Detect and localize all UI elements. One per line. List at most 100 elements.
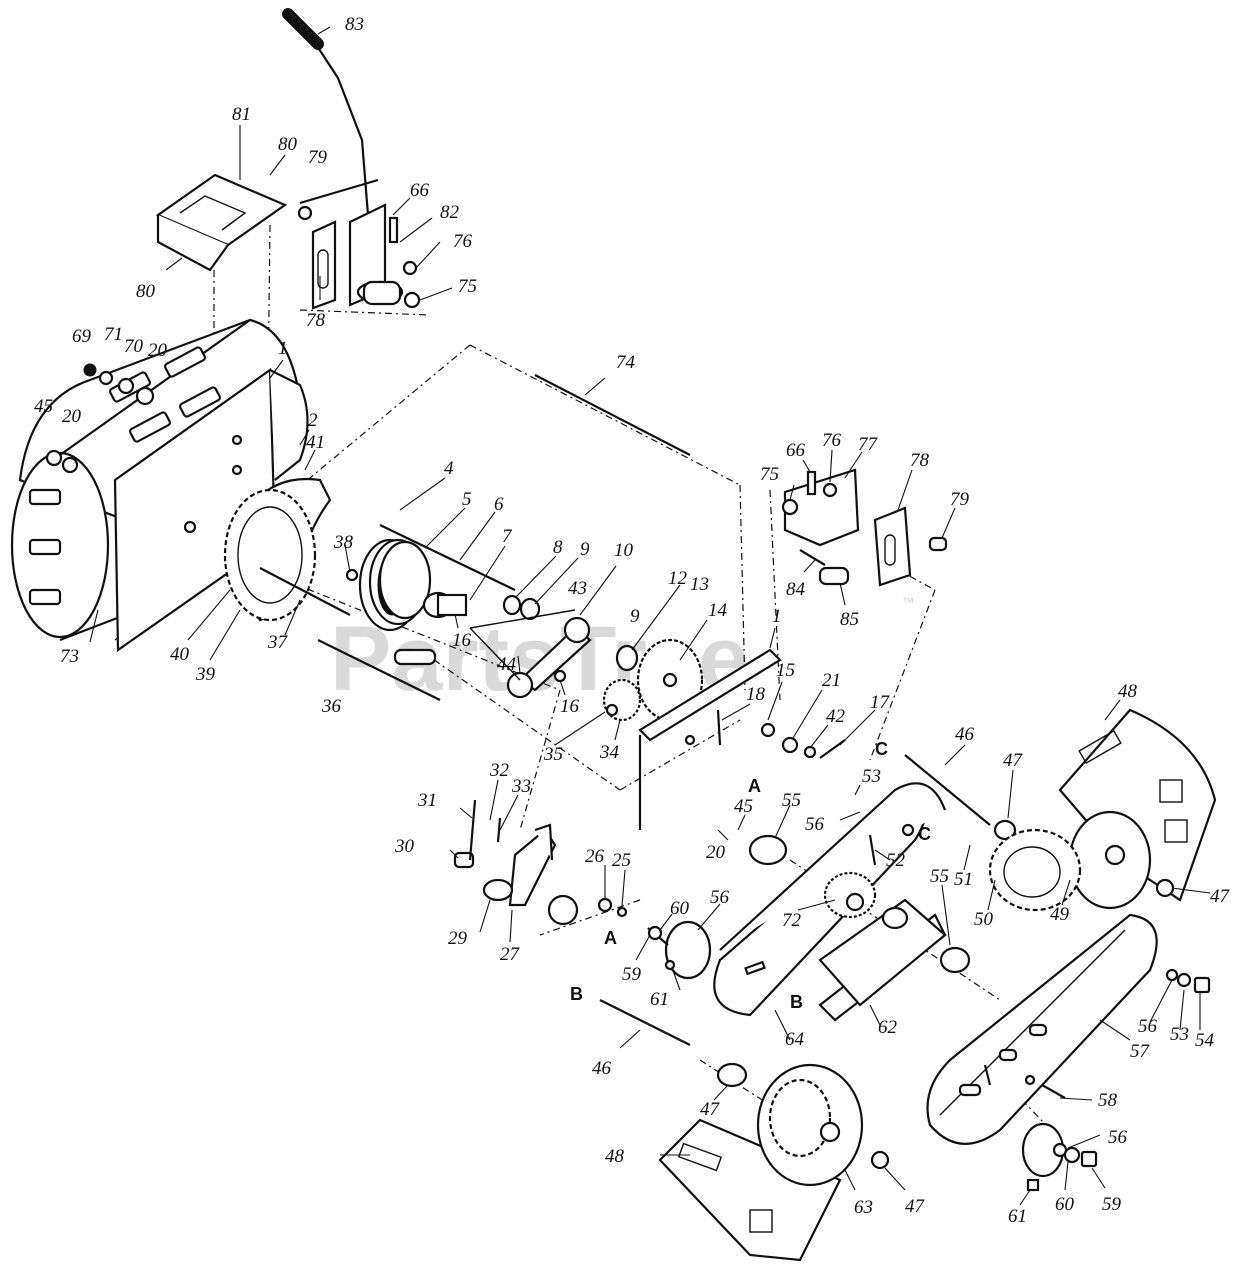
label-9-b: 9: [630, 606, 640, 627]
label-60: 60: [670, 898, 690, 919]
label-56-b: 56: [710, 887, 730, 908]
label-69: 69: [72, 326, 92, 347]
shafts: [317, 374, 691, 701]
label-73: 73: [60, 646, 79, 667]
label-26: 26: [585, 846, 605, 867]
label-43: 43: [568, 578, 587, 599]
label-83: 83: [345, 14, 364, 35]
label-5: 5: [462, 489, 472, 510]
label-80-lower: 80: [136, 281, 156, 302]
label-16: 16: [452, 630, 472, 651]
label-78: 78: [306, 310, 326, 331]
label-1: 1: [278, 338, 288, 359]
label-10: 10: [614, 540, 634, 561]
label-53-b: 53: [1170, 1024, 1189, 1045]
label-36: 36: [321, 696, 342, 717]
label-72: 72: [782, 910, 802, 931]
trademark-symbol: ™: [902, 595, 914, 609]
left-side-plate: [113, 367, 309, 653]
left-track-wheel: [10, 318, 302, 642]
ref-letter-a-lower: A: [604, 928, 617, 948]
bottom-track-wheel: [658, 1063, 890, 1262]
label-80: 80: [278, 134, 298, 155]
label-17: 17: [870, 692, 891, 713]
label-20-b: 20: [62, 406, 82, 427]
label-78-right: 78: [910, 450, 930, 471]
label-66: 66: [410, 180, 430, 201]
label-75-right: 75: [760, 464, 779, 485]
label-30: 30: [394, 836, 415, 857]
label-76: 76: [453, 231, 473, 252]
left-axle-bottom: [599, 999, 748, 1088]
label-54: 54: [1195, 1030, 1215, 1051]
shift-plate: [155, 173, 379, 272]
label-59-b: 59: [1102, 1194, 1122, 1215]
label-33: 33: [511, 776, 531, 797]
center-gears: [602, 638, 704, 722]
idler-assembly: [393, 594, 592, 699]
end-cap-right: [1021, 1084, 1098, 1192]
label-45-b: 45: [734, 796, 753, 817]
washer-stack-left: [45, 363, 155, 474]
label-25: 25: [612, 850, 631, 871]
label-53: 53: [862, 766, 881, 787]
end-cap-left: [647, 920, 712, 980]
label-47-c: 47: [700, 1099, 721, 1120]
label-79-right: 79: [950, 489, 970, 510]
label-52: 52: [886, 850, 906, 871]
ref-letter-b-case: B: [790, 992, 803, 1012]
label-32: 32: [489, 760, 510, 781]
label-9: 9: [580, 539, 590, 560]
label-61: 61: [650, 989, 669, 1010]
ref-letter-b-left: B: [570, 984, 583, 1004]
drive-pulley: [345, 538, 468, 632]
label-59: 59: [622, 964, 642, 985]
label-16-b: 16: [560, 696, 580, 717]
label-39: 39: [195, 664, 216, 685]
label-50: 50: [974, 909, 994, 930]
label-15: 15: [776, 660, 795, 681]
label-82: 82: [440, 202, 460, 223]
shift-fork-assembly: [453, 799, 628, 926]
label-34: 34: [599, 742, 620, 763]
label-13: 13: [690, 574, 709, 595]
ref-letter-c-case: C: [918, 824, 931, 844]
label-55: 55: [782, 790, 801, 811]
label-6: 6: [494, 494, 504, 515]
right-track-wheel: [988, 708, 1217, 912]
label-85: 85: [840, 609, 859, 630]
label-48: 48: [1118, 681, 1138, 702]
label-63: 63: [854, 1197, 873, 1218]
chain-case-left: [713, 782, 947, 1017]
label-4: 4: [444, 458, 454, 479]
label-66-right: 66: [786, 440, 806, 461]
lever-bracket: [297, 203, 421, 310]
label-47-b: 47: [1210, 886, 1231, 907]
label-84: 84: [786, 579, 806, 600]
label-48-b: 48: [605, 1146, 625, 1167]
label-41: 41: [306, 432, 325, 453]
label-77: 77: [858, 434, 879, 455]
label-64: 64: [785, 1029, 805, 1050]
label-46-b: 46: [592, 1058, 612, 1079]
label-7: 7: [502, 526, 513, 547]
label-47-d: 47: [905, 1196, 926, 1217]
label-76-right: 76: [822, 430, 842, 451]
label-56-c: 56: [1138, 1016, 1158, 1037]
label-31: 31: [417, 790, 437, 811]
label-42: 42: [826, 706, 846, 727]
chain-case-right: [926, 913, 1211, 1145]
label-27: 27: [500, 944, 521, 965]
label-21: 21: [822, 670, 841, 691]
label-60-b: 60: [1055, 1194, 1075, 1215]
leader-lines: [89, 26, 1211, 1206]
label-20: 20: [148, 340, 168, 361]
label-58: 58: [1098, 1090, 1118, 1111]
right-side-plate: [638, 648, 782, 830]
label-14: 14: [708, 600, 728, 621]
label-51: 51: [954, 869, 973, 890]
label-8: 8: [553, 537, 563, 558]
large-sprocket: [223, 477, 351, 622]
label-44: 44: [497, 654, 517, 675]
